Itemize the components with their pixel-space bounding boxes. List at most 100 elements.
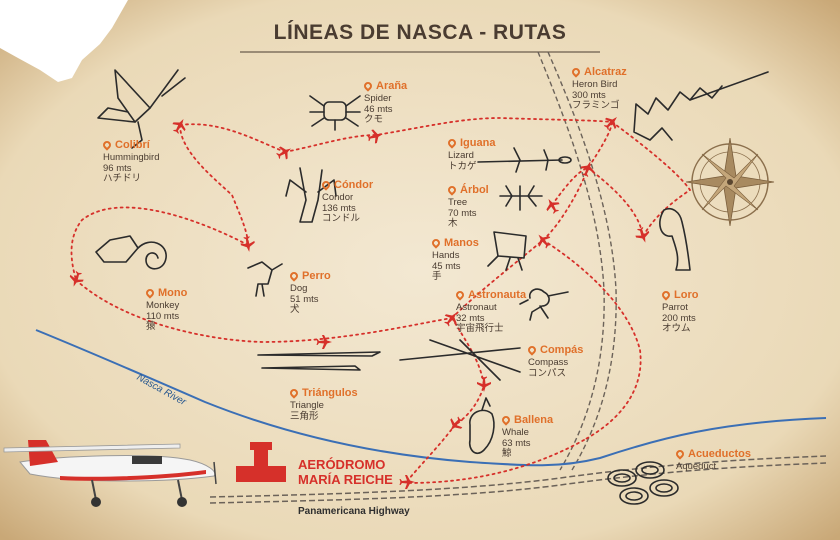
location-pin-icon — [454, 289, 466, 301]
label-perro: Perro Dog 51 mts 犬 — [288, 266, 331, 316]
nasca-river — [35, 329, 827, 467]
plane-icon — [444, 312, 457, 327]
plane-icon — [172, 118, 186, 134]
compass-rose-icon — [685, 137, 775, 227]
figure-japanese: 宇宙飛行士 — [456, 323, 504, 335]
figure-length: 136 mts — [322, 202, 356, 214]
route-compas-airport — [407, 439, 585, 484]
plane-icon — [316, 335, 332, 349]
plane-icon — [603, 117, 617, 131]
airport-line2: MARÍA REICHE — [298, 471, 393, 487]
figure-name: Iguana — [460, 137, 496, 149]
tree-geoglyph — [499, 185, 543, 211]
figure-name: Árbol — [460, 184, 489, 196]
figure-japanese: 三角形 — [290, 410, 319, 422]
figure-english: Condor — [322, 191, 354, 203]
figure-name: Ballena — [514, 414, 554, 426]
figure-name: Acueductos — [688, 448, 751, 460]
figure-english: Spider — [364, 92, 392, 104]
plane-icon — [367, 129, 383, 144]
figure-length: 200 mts — [662, 312, 696, 324]
heron-geoglyph — [633, 71, 769, 141]
airport-label: AERÓDROMO MARÍA REICHE — [298, 457, 393, 488]
label-manos: Manos Hands 45 mts 手 — [430, 233, 479, 283]
label-iguana: Iguana Lizard トカゲ — [446, 133, 496, 172]
figure-name: Araña — [376, 80, 408, 92]
figure-name: Alcatraz — [584, 66, 627, 78]
figure-english: Lizard — [448, 149, 474, 161]
triangle-geoglyph — [257, 351, 381, 371]
hummingbird-geoglyph — [97, 69, 186, 149]
aqueduct-geoglyph — [607, 461, 679, 505]
map-title: LÍNEAS DE NASCA - RUTAS — [273, 21, 567, 44]
figure-name: Manos — [444, 237, 479, 249]
figure-english: Whale — [502, 426, 529, 438]
plane-icon — [477, 376, 491, 392]
label-colibri: Colibrí Hummingbird 96 mts ハチドリ — [101, 135, 160, 185]
airplane-icon — [3, 440, 217, 507]
figure-japanese: フラミンゴ — [572, 100, 620, 112]
figure-length: 32 mts — [456, 312, 485, 324]
astronaut-geoglyph — [519, 288, 569, 321]
figure-english: Aqueduct — [676, 460, 717, 472]
lizard-geoglyph — [477, 147, 572, 173]
plane-icon — [546, 198, 560, 214]
monkey-geoglyph — [95, 235, 167, 270]
figure-length: 70 mts — [448, 207, 477, 219]
figure-length: 51 mts — [290, 293, 319, 305]
location-pin-icon — [101, 139, 113, 151]
label-arbol: Árbol Tree 70 mts 木 — [446, 180, 489, 230]
label-compas: Compás Compass コンパス — [526, 340, 584, 379]
figure-english: Parrot — [662, 301, 688, 313]
route-arana-iguana — [284, 117, 613, 153]
parrot-geoglyph — [659, 207, 691, 271]
location-pin-icon — [674, 448, 686, 460]
torn-corner — [0, 0, 128, 82]
location-pin-icon — [288, 387, 300, 399]
figure-english: Hands — [432, 249, 460, 261]
label-astronauta: Astronauta Astronaut 32 mts 宇宙飛行士 — [454, 285, 526, 335]
route-mono-astronauta — [75, 279, 453, 343]
figure-japanese: 手 — [432, 271, 442, 283]
route-manos-compas — [542, 239, 642, 441]
plane-icon — [69, 270, 84, 287]
label-acueductos: Acueductos Aqueduct — [674, 444, 751, 473]
figure-name: Compás — [540, 344, 584, 356]
location-pin-icon — [288, 270, 300, 282]
label-arana: Araña Spider 46 mts クモ — [362, 76, 408, 126]
figure-name: Triángulos — [302, 387, 358, 399]
figure-japanese: 木 — [448, 218, 458, 230]
figure-name: Perro — [302, 270, 331, 282]
plane-icon — [276, 146, 292, 160]
figure-name: Cóndor — [334, 179, 374, 191]
figure-japanese: ハチドリ — [103, 173, 142, 185]
location-pin-icon — [526, 344, 538, 356]
figure-japanese: コンドル — [322, 213, 361, 225]
label-ballena: Ballena Whale 63 mts 鯨 — [500, 410, 554, 460]
location-pin-icon — [446, 137, 458, 149]
figure-length: 46 mts — [364, 103, 393, 115]
figure-name: Colibrí — [115, 139, 150, 151]
location-pin-icon — [570, 66, 582, 78]
figure-japanese: クモ — [364, 114, 384, 126]
figure-length: 63 mts — [502, 437, 531, 449]
location-pin-icon — [362, 80, 374, 92]
plane-icon — [580, 161, 595, 178]
figure-english: Triangle — [290, 399, 324, 411]
figure-japanese: 猿 — [146, 321, 156, 333]
route-condor-mono — [70, 206, 249, 281]
route-colibri-arana — [179, 123, 286, 153]
airport-tower-icon — [236, 442, 286, 482]
figure-name: Mono — [158, 287, 188, 299]
location-pin-icon — [144, 287, 156, 299]
location-pin-icon — [500, 414, 512, 426]
airport-line1: AERÓDROMO — [298, 457, 386, 472]
label-triangulos: Triángulos Triangle 三角形 — [288, 383, 358, 422]
route-astronauta-manos — [451, 239, 544, 319]
label-alcatraz: Alcatraz Heron Bird 300 mts フラミンゴ — [570, 62, 627, 112]
route-ballena-airport — [407, 424, 456, 481]
figure-japanese: コンパス — [528, 367, 567, 379]
location-pin-icon — [446, 184, 458, 196]
